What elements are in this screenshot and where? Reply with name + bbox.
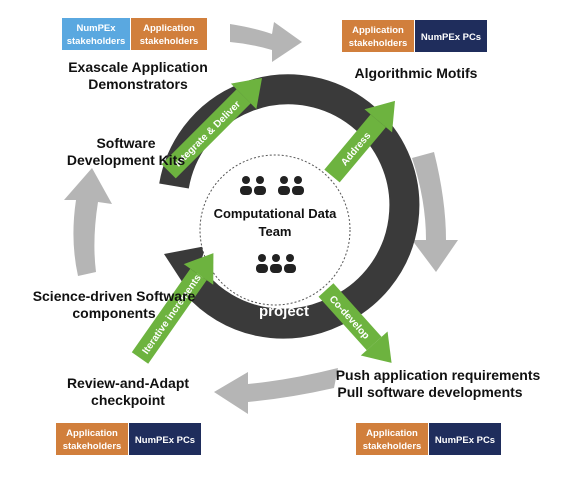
stage-push-line1: Push application requirements	[336, 367, 541, 383]
stage-components-line2: components	[72, 305, 155, 321]
badge-group-top-right: Application stakeholders NumPEx PCs	[342, 20, 487, 52]
badge-text: NumPEx PCs	[135, 435, 195, 446]
badge-text: stakeholders	[349, 38, 408, 49]
badge-group-top-left: NumPEx stakeholders Application stakehol…	[62, 18, 207, 50]
stage-exascale-line1: Exascale Application	[68, 59, 208, 75]
cycle-arrow-left	[64, 168, 112, 276]
stage-motifs-line1: Algorithmic Motifs	[355, 65, 478, 81]
cycle-arrow-top	[230, 22, 302, 62]
badge-numpex-pcs	[429, 423, 501, 455]
stage-sdk-line1: Software	[96, 135, 155, 151]
ring-arrowhead	[164, 246, 206, 294]
stage-push-line2: Pull software developments	[337, 384, 522, 400]
badge-numpex-pcs	[129, 423, 201, 455]
badge-text: stakeholders	[67, 36, 126, 47]
badge-group-bottom-right: Application stakeholders NumPEx PCs	[356, 423, 501, 455]
cycle-arrow-right	[412, 152, 458, 272]
spoke-top-right: Address	[324, 100, 395, 183]
stage-review-line1: Review-and-Adapt	[67, 375, 189, 391]
badge-text: Application	[352, 25, 404, 36]
badge-text: stakeholders	[63, 441, 122, 452]
badge-numpex-pcs	[415, 20, 487, 52]
ring-label-bottom: project	[259, 303, 309, 320]
stage-review-line2: checkpoint	[91, 392, 165, 408]
stage-components-line1: Science-driven Software	[33, 288, 196, 304]
stage-sdk: Software Development Kits	[67, 135, 185, 168]
badge-text: stakeholders	[140, 36, 199, 47]
stage-components: Science-driven Software components	[33, 288, 196, 321]
badge-text: NumPEx PCs	[435, 435, 495, 446]
badge-application-stakeholders	[56, 423, 128, 455]
ring-label-top: Co-design	[234, 135, 317, 154]
people-small-icon	[256, 254, 296, 273]
badge-text: NumPEx	[76, 23, 116, 34]
badge-application-stakeholders	[131, 18, 207, 50]
cycle-arrow-bottom	[214, 368, 338, 414]
badge-application-stakeholders	[356, 423, 428, 455]
badge-text: Application	[66, 428, 118, 439]
badge-application-stakeholders	[342, 20, 414, 52]
people-group-icon	[240, 176, 304, 195]
badge-text: NumPEx PCs	[421, 32, 481, 43]
center-title-line2: Team	[259, 224, 292, 239]
stage-motifs: Algorithmic Motifs	[355, 65, 478, 81]
badge-text: Application	[143, 23, 195, 34]
stage-exascale-line2: Demonstrators	[88, 76, 188, 92]
stage-exascale: Exascale Application Demonstrators	[68, 59, 208, 92]
badge-text: stakeholders	[363, 441, 422, 452]
ring-arc-bottom	[184, 273, 341, 339]
stage-push: Push application requirements Pull softw…	[336, 367, 541, 400]
center-title-line1: Computational Data	[214, 206, 338, 221]
center-team: Computational Data Team	[199, 154, 351, 306]
cycle-arrows	[64, 22, 458, 414]
badge-group-bottom-left: Application stakeholders NumPEx PCs	[56, 423, 201, 455]
stage-review: Review-and-Adapt checkpoint	[67, 375, 189, 408]
badge-text: Application	[366, 428, 418, 439]
badge-numpex-stakeholders	[62, 18, 130, 50]
stage-sdk-line2: Development Kits	[67, 152, 185, 168]
center-circle	[199, 154, 351, 306]
